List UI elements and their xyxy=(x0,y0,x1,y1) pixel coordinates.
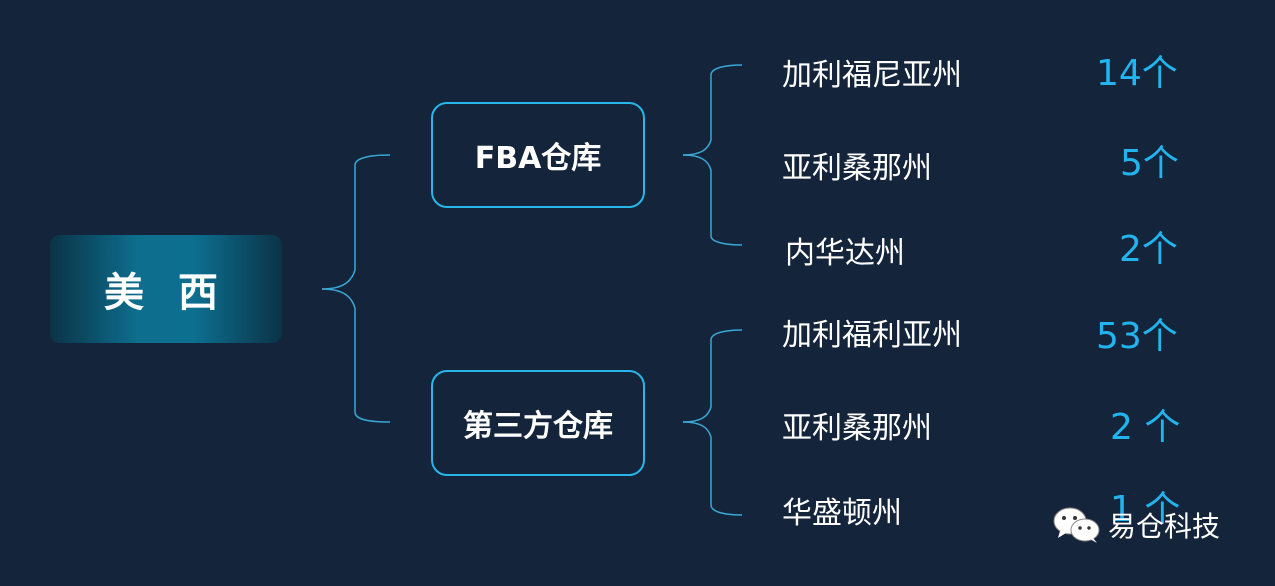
leaf-count: 14个 xyxy=(1096,53,1178,94)
branch-label: FBA仓库 xyxy=(474,141,602,176)
root-node: 美 西 xyxy=(50,235,282,343)
wechat-icon xyxy=(1053,507,1100,543)
leaf-state-label: 华盛顿州 xyxy=(782,496,902,531)
root-bracket xyxy=(321,154,391,290)
brand-logo: 易仓科技 xyxy=(1052,505,1220,545)
leaf-count: 1 个 xyxy=(1110,489,1181,530)
root-label: 美 西 xyxy=(104,270,228,316)
leaf-count: 2个 xyxy=(1119,229,1178,270)
branch-label: 第三方仓库 xyxy=(463,409,613,444)
leaf-state-label: 内华达州 xyxy=(785,236,905,271)
leaf-count: 5个 xyxy=(1120,143,1179,184)
3pl-bracket-upper xyxy=(682,329,743,423)
leaf-count: 2 个 xyxy=(1110,407,1181,448)
leaf-count: 53个 xyxy=(1096,316,1178,357)
leaf-state-label: 亚利桑那州 xyxy=(782,411,932,446)
leaf-state-label: 亚利桑那州 xyxy=(782,151,932,186)
branch-third-party-warehouse: 第三方仓库 xyxy=(431,370,645,476)
leaf-state-label: 加利福利亚州 xyxy=(782,318,962,353)
fba-bracket-lower xyxy=(682,154,743,246)
brand-name: 易仓科技 xyxy=(1108,510,1221,543)
3pl-bracket-lower xyxy=(682,421,743,516)
leaf-state-label: 加利福尼亚州 xyxy=(782,58,962,93)
branch-fba-warehouse: FBA仓库 xyxy=(431,102,645,208)
root-bracket-lower xyxy=(321,288,391,423)
fba-bracket-upper xyxy=(682,64,743,156)
